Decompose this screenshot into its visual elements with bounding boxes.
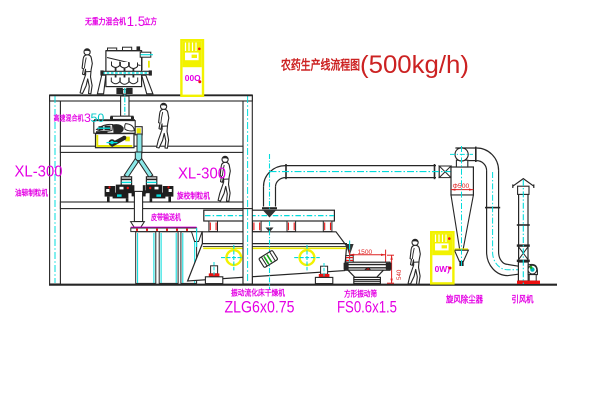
- svg-text:农药生产线流程图: 农药生产线流程图: [280, 57, 360, 73]
- svg-text:(500kg/h): (500kg/h): [360, 51, 469, 79]
- svg-text:0W): 0W): [435, 264, 451, 274]
- svg-text:ZLG6x0.75: ZLG6x0.75: [225, 299, 295, 317]
- svg-text:旋风除尘器: 旋风除尘器: [445, 293, 484, 304]
- svg-text:Φ500: Φ500: [453, 183, 470, 190]
- svg-text:油辌制粒机: 油辌制粒机: [15, 187, 48, 197]
- svg-text:振动流化床干燥机: 振动流化床干燥机: [231, 287, 285, 297]
- svg-text:FS0.6x1.5: FS0.6x1.5: [337, 299, 397, 317]
- svg-text:皮带输送机: 皮带输送机: [150, 212, 181, 222]
- svg-text:立方: 立方: [144, 16, 157, 27]
- svg-text:XL-300: XL-300: [15, 164, 63, 181]
- svg-text:XL-300: XL-300: [178, 166, 226, 183]
- svg-text:引风机: 引风机: [512, 293, 534, 304]
- svg-text:3: 3: [84, 111, 91, 125]
- svg-text:方形振动筛: 方形振动筛: [344, 288, 377, 298]
- svg-text:00O: 00O: [185, 73, 201, 83]
- svg-text:高速混合机: 高速混合机: [54, 112, 84, 122]
- svg-text:1.5: 1.5: [127, 14, 146, 29]
- svg-text:无重力混合机: 无重力混合机: [84, 16, 126, 27]
- svg-text:50: 50: [91, 111, 105, 125]
- svg-text:540: 540: [396, 269, 403, 280]
- svg-text:旋校制粒机: 旋校制粒机: [176, 190, 210, 200]
- svg-text:1500: 1500: [358, 249, 373, 256]
